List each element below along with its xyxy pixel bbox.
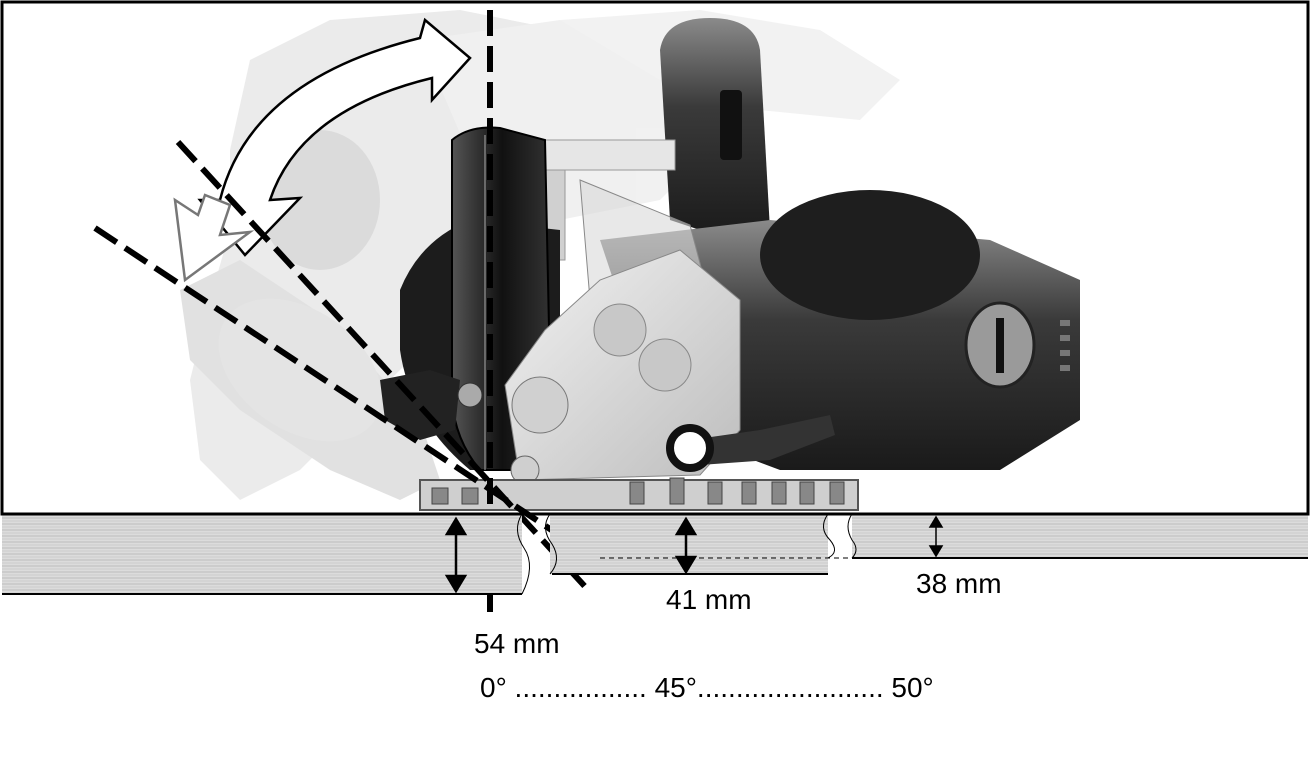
bevel-lock-lever — [690, 415, 835, 465]
angle-scale-label: 0° ................. 45°................… — [480, 672, 934, 703]
depth-arrow-45 — [674, 516, 698, 575]
tilt-bracket — [504, 249, 741, 481]
depth-label-45: 41 mm — [666, 584, 752, 615]
depth-label-50: 38 mm — [916, 568, 1002, 599]
board-right — [852, 514, 1308, 558]
vent-slots — [1060, 320, 1070, 371]
workpiece-board — [2, 512, 1308, 595]
motor-cap — [760, 190, 980, 320]
board-left — [2, 514, 522, 594]
trigger-switch — [720, 90, 742, 160]
shoe-studs — [431, 477, 845, 505]
rear-handle — [660, 18, 770, 240]
double-vertical-arrow-icon — [444, 516, 468, 594]
grey-arrow-icon — [173, 193, 255, 283]
depth-arrow-50 — [928, 515, 944, 558]
circular-saw — [380, 18, 1080, 511]
upper-rail — [544, 139, 676, 171]
bevel-lock-knob — [666, 424, 714, 472]
double-curved-arrow-icon — [197, 17, 472, 257]
depth-label-0: 54 mm — [474, 628, 560, 659]
